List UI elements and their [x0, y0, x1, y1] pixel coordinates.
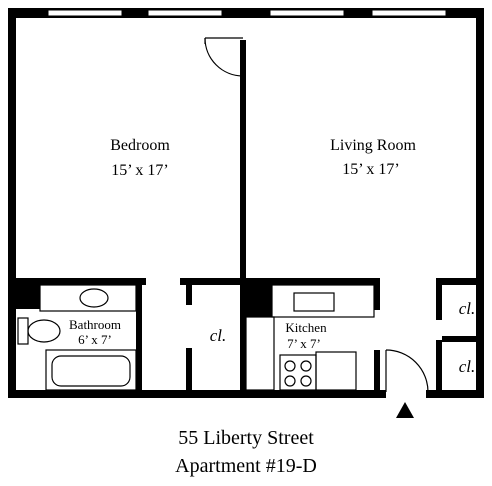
- exterior-walls: [8, 8, 484, 398]
- hall-closet-label: cl.: [210, 326, 227, 345]
- kitchen-name: Kitchen: [285, 320, 327, 335]
- living-room-size: 15’ x 17’: [342, 161, 399, 178]
- entry-door: [385, 349, 429, 393]
- bedroom-size: 15’ x 17’: [111, 162, 168, 179]
- address-street: 55 Liberty Street: [178, 427, 314, 449]
- windows: [47, 9, 447, 17]
- kitchen-sink: [271, 284, 375, 318]
- stove-icon: [279, 354, 317, 391]
- door-swing-top: [204, 37, 244, 77]
- address-unit: Apartment #19-D: [175, 455, 317, 477]
- kitchen-counter: [245, 316, 275, 391]
- living-room-name: Living Room: [330, 137, 416, 154]
- bathroom-sink: [39, 284, 137, 312]
- bathtub-icon: [45, 349, 137, 391]
- interior-walls: [16, 40, 476, 390]
- refrigerator: [315, 351, 357, 391]
- kitchen-size: 7’ x 7’: [287, 336, 321, 351]
- entry-arrow-icon: [396, 402, 414, 418]
- bathroom-size: 6’ x 7’: [78, 332, 112, 347]
- upper-closet-label: cl.: [459, 299, 476, 318]
- bedroom-name: Bedroom: [110, 137, 170, 154]
- toilet-icon: [17, 317, 61, 345]
- lower-closet-label: cl.: [459, 357, 476, 376]
- bathroom-name: Bathroom: [69, 317, 121, 332]
